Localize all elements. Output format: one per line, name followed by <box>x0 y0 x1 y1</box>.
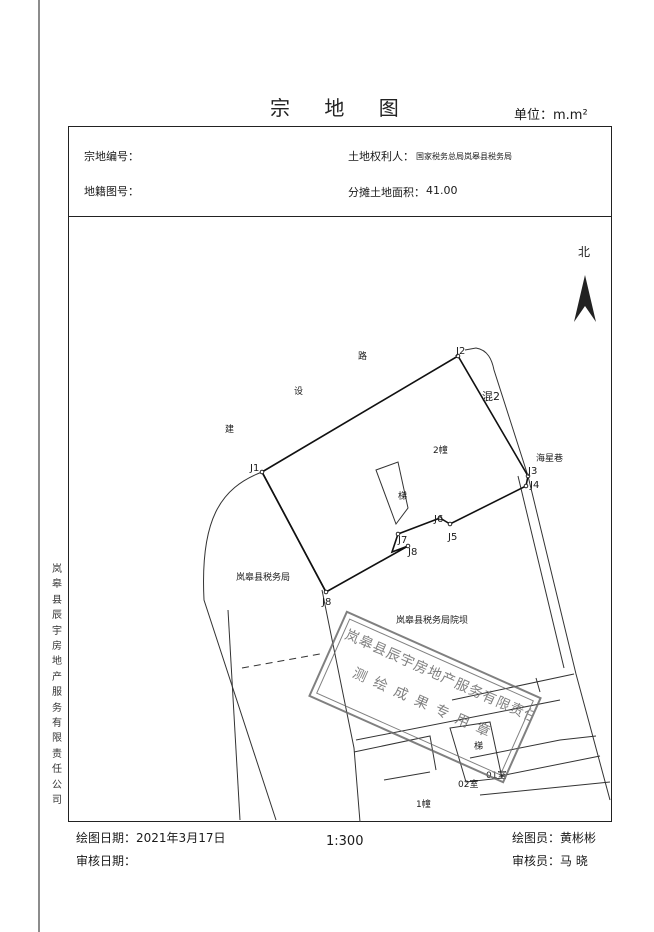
draw-date-label: 绘图日期： <box>76 831 137 845</box>
side-company-text: 岚皋县辰宇房地产服务有限责任公司 <box>52 564 62 807</box>
room2-label: 02室 <box>458 780 479 790</box>
reviewer-label: 审核员： <box>512 854 561 868</box>
point-j5: J5 <box>448 532 458 543</box>
room1-label: 01室 <box>486 771 507 781</box>
parcel-no-label: 宗地编号： <box>84 150 139 163</box>
road-char-2: 设 <box>294 387 304 397</box>
lane-label: 海星巷 <box>536 454 564 464</box>
area-value: 41.00 <box>426 184 458 197</box>
point-j6: J6 <box>434 514 444 525</box>
stair-upper-label: 梯 <box>398 492 408 502</box>
point-j1: J1 <box>250 463 260 474</box>
binding-line <box>38 0 40 932</box>
road-char-3: 建 <box>225 425 235 435</box>
point-j8-lower: J8 <box>322 597 332 608</box>
building2-label: 2幢 <box>433 446 448 456</box>
document-title: 宗 地 图 <box>270 96 413 120</box>
north-label: 北 <box>578 245 591 259</box>
owner-value: 国家税务总局岚皋县税务局 <box>416 152 512 161</box>
drafter-value: 黄彬彬 <box>560 831 597 845</box>
drafter-label: 绘图员： <box>512 831 561 845</box>
scale-label: 1:300 <box>326 834 364 849</box>
north-arrow-icon <box>574 275 596 322</box>
road-char-1: 路 <box>358 352 368 362</box>
boundary-points <box>259 353 531 595</box>
point-j3: J3 <box>528 466 538 477</box>
unit-label: 单位：m.m² <box>514 108 588 123</box>
neighbour-outlines <box>203 347 611 823</box>
area-label: 分摊土地面积： <box>348 186 425 199</box>
point-j8-upper: J8 <box>408 547 418 558</box>
review-date-label: 审核日期： <box>76 854 137 868</box>
map-frame <box>68 126 612 822</box>
point-j4: J4 <box>530 480 540 491</box>
building1-label: 1幢 <box>416 800 431 810</box>
point-j2: J2 <box>456 346 466 357</box>
hunli-label: 混2 <box>482 390 500 403</box>
stair-lower-label: 梯 <box>474 742 484 752</box>
point-j7: J7 <box>398 535 408 546</box>
draw-date-value: 2021年3月17日 <box>136 831 226 845</box>
tax-bureau-label: 岚皋县税务局 <box>236 573 291 583</box>
reviewer-value: 马 晓 <box>560 854 588 868</box>
owner-label: 土地权利人： <box>348 150 414 163</box>
register-no-label: 地籍图号： <box>84 185 139 198</box>
header-separator <box>68 216 612 218</box>
courtyard-label: 岚皋县税务局院坝 <box>396 616 469 626</box>
